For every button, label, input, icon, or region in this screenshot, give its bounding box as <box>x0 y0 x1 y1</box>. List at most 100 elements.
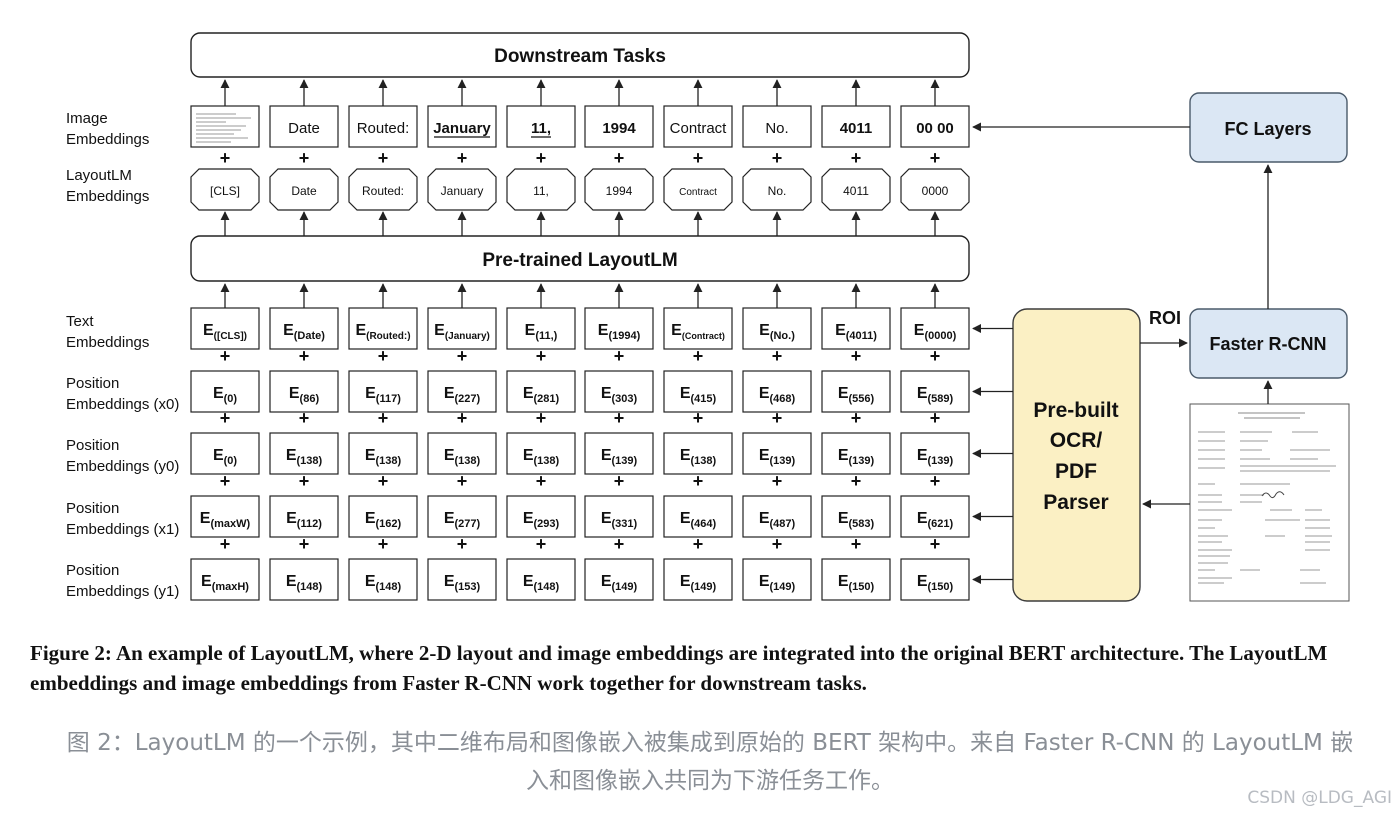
x0-embedding-token: E(117) <box>365 385 401 405</box>
plus-between-rows: + <box>378 408 389 428</box>
x1-embedding-box <box>663 495 733 538</box>
layoutlm-embedding-box <box>427 168 497 211</box>
plus-between-rows: + <box>536 408 547 428</box>
layoutlm-embedding-token: 1994 <box>606 184 633 198</box>
text-embedding-box <box>584 307 654 350</box>
plus-between-rows: + <box>299 471 310 491</box>
plus-between-rows: + <box>378 534 389 554</box>
y0-embedding-box <box>584 432 654 475</box>
layoutlm-embedding-box <box>742 168 812 211</box>
text-embedding-token: E(Contract) <box>671 322 725 341</box>
y0-embedding-token: E(139) <box>838 447 875 467</box>
plus-between-rows: + <box>457 471 468 491</box>
y1-embedding-token: E(148) <box>286 573 323 593</box>
image-embedding-box <box>663 105 733 148</box>
plus-between-rows: + <box>378 346 389 366</box>
text-embedding-box <box>742 307 812 350</box>
y1-embedding-token: E(150) <box>917 573 954 593</box>
y0-embedding-box <box>663 432 733 475</box>
image-embedding-token: Routed: <box>357 120 410 137</box>
y0-embedding-box <box>269 432 339 475</box>
row-label-y1-1: Position <box>66 562 119 579</box>
y0-embedding-box <box>742 432 812 475</box>
text-embedding-box <box>348 307 418 350</box>
pretrained-layoutlm-label: Pre-trained LayoutLM <box>482 250 677 271</box>
y0-embedding-box <box>821 432 891 475</box>
y1-embedding-token: E(maxH) <box>201 573 249 593</box>
y1-embedding-box <box>269 558 339 601</box>
text-embedding-box <box>900 307 970 350</box>
layoutlm-embedding-box <box>190 168 260 211</box>
y1-embedding-token: E(149) <box>759 573 796 593</box>
y1-embedding-token: E(153) <box>444 573 481 593</box>
x0-embedding-box <box>190 370 260 413</box>
ocr-parser-line-4: Parser <box>1043 491 1108 514</box>
y1-embedding-box <box>900 558 970 601</box>
plus-between-rows: + <box>851 471 862 491</box>
x1-embedding-token: E(112) <box>286 510 322 530</box>
text-embedding-box <box>506 307 576 350</box>
x1-embedding-box <box>742 495 812 538</box>
row-label-layout-1: LayoutLM <box>66 167 132 184</box>
image-embedding-token: Date <box>288 120 320 137</box>
layoutlm-embedding-box <box>269 168 339 211</box>
x1-embedding-box <box>506 495 576 538</box>
y0-embedding-box <box>190 432 260 475</box>
y1-embedding-token: E(148) <box>365 573 402 593</box>
image-embedding-box <box>900 105 970 148</box>
plus-between-rows: + <box>299 408 310 428</box>
plus-image-layout: + <box>930 148 941 168</box>
y1-embedding-token: E(148) <box>523 573 560 593</box>
y0-embedding-box <box>348 432 418 475</box>
layoutlm-embedding-token: No. <box>768 184 787 198</box>
plus-between-rows: + <box>457 408 468 428</box>
layoutlm-embedding-token: 11, <box>533 184 549 198</box>
layoutlm-embedding-token: Date <box>291 184 317 198</box>
row-label-x0-1: Position <box>66 375 119 392</box>
y0-embedding-token: E(138) <box>286 447 323 467</box>
row-label-y0-1: Position <box>66 437 119 454</box>
image-embedding-box <box>269 105 339 148</box>
text-embedding-token: E(0000) <box>914 322 957 342</box>
x1-embedding-token: E(464) <box>680 510 717 530</box>
x1-embedding-token: E(162) <box>365 510 402 530</box>
roi-label: ROI <box>1149 308 1181 328</box>
plus-between-rows: + <box>614 471 625 491</box>
x1-embedding-token: E(maxW) <box>200 510 251 530</box>
plus-between-rows: + <box>614 346 625 366</box>
x0-embedding-token: E(468) <box>759 385 796 405</box>
x0-embedding-token: E(0) <box>213 385 237 405</box>
fc-layers-label: FC Layers <box>1224 119 1311 139</box>
image-embedding-token: Contract <box>670 120 728 137</box>
text-embedding-token: E(1994) <box>598 322 641 342</box>
plus-between-rows: + <box>536 346 547 366</box>
plus-between-rows: + <box>536 471 547 491</box>
x0-embedding-token: E(556) <box>838 385 875 405</box>
plus-between-rows: + <box>378 471 389 491</box>
plus-between-rows: + <box>772 534 783 554</box>
plus-between-rows: + <box>930 346 941 366</box>
plus-between-rows: + <box>930 471 941 491</box>
plus-between-rows: + <box>220 471 231 491</box>
image-embedding-token: 11, <box>531 120 551 137</box>
x0-embedding-box <box>663 370 733 413</box>
x1-embedding-token: E(621) <box>917 510 954 530</box>
plus-image-layout: + <box>536 148 547 168</box>
plus-between-rows: + <box>457 346 468 366</box>
plus-between-rows: + <box>220 408 231 428</box>
x0-embedding-box <box>269 370 339 413</box>
text-embedding-token: E(4011) <box>835 322 877 342</box>
y1-embedding-box <box>584 558 654 601</box>
x1-embedding-box <box>584 495 654 538</box>
y0-embedding-token: E(138) <box>680 447 717 467</box>
layoutlm-embedding-box <box>900 168 970 211</box>
plus-between-rows: + <box>693 471 704 491</box>
y0-embedding-token: E(138) <box>444 447 481 467</box>
x1-embedding-box <box>427 495 497 538</box>
row-label-x0-2: Embeddings (x0) <box>66 396 179 413</box>
image-embedding-box <box>427 105 497 148</box>
downstream-tasks-box <box>190 32 970 78</box>
row-label-x1-2: Embeddings (x1) <box>66 521 179 538</box>
text-embedding-box <box>663 307 733 350</box>
document-image <box>1189 403 1350 602</box>
